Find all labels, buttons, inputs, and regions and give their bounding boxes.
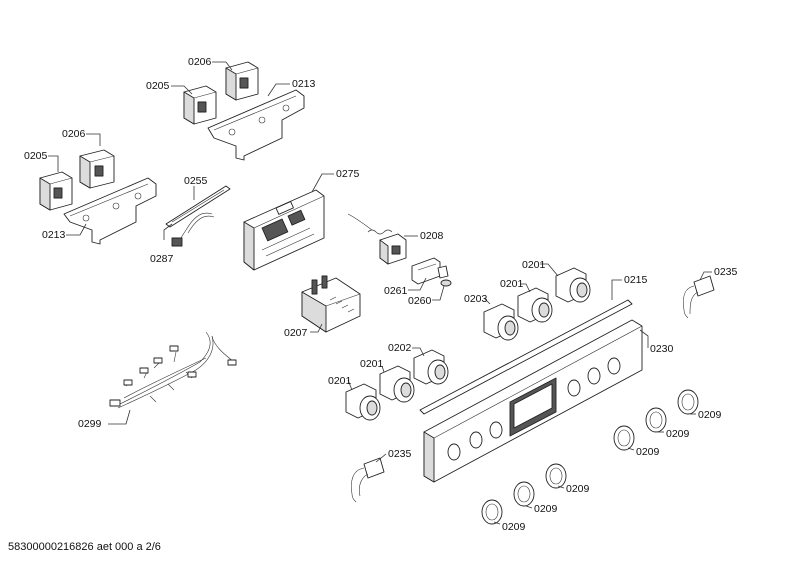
trim-strip [419,299,633,415]
label-0209-6: 0209 [502,521,526,533]
label-0235-right: 0235 [714,266,738,278]
label-0206-lower: 0206 [62,128,86,140]
thermostat-knob-adapter [437,265,452,287]
label-0213-upper: 0213 [292,78,316,90]
relay-terminal-block [301,275,361,333]
label-0299: 0299 [78,418,102,430]
knob-ring-3 [613,425,635,451]
cable-with-connector [171,212,215,247]
label-0230: 0230 [650,343,674,355]
label-0209-2: 0209 [666,428,690,440]
rotary-switch-0203 [483,303,519,341]
label-0287: 0287 [150,253,174,265]
label-0255: 0255 [184,175,208,187]
label-0205-upper: 0205 [146,80,170,92]
label-0201-left-a: 0201 [360,358,384,370]
knob-ring-6 [481,499,503,525]
knob-ring-5 [513,481,535,507]
label-0213-lower: 0213 [42,229,66,241]
label-0209-4: 0209 [566,483,590,495]
selector-switch-lower-right [79,149,115,189]
label-0209-1: 0209 [698,409,722,421]
indicator-lamp-right [683,275,715,319]
label-0209-5: 0209 [534,503,558,515]
label-0261: 0261 [384,285,408,297]
mounting-bracket-upper [207,89,305,161]
label-0201-left-b: 0201 [328,375,352,387]
label-0202: 0202 [388,342,412,354]
label-0205-lower: 0205 [24,150,48,162]
rotary-encoder-0201-left-a [379,365,415,403]
label-0235-left: 0235 [388,448,412,460]
leader-lines [48,61,712,525]
indicator-lamp-left [351,457,385,503]
rotary-encoder-0201-mid [517,287,553,323]
label-0275: 0275 [336,168,360,180]
wiring-harness [109,331,237,409]
mounting-bracket-lower [63,177,157,245]
label-0209-3: 0209 [636,446,660,458]
selector-switch-upper-left [183,85,217,125]
label-0203: 0203 [464,293,488,305]
rotary-switch-0202 [413,349,449,385]
knob-ring-4 [545,463,567,489]
document-footer-id: 58300000216826 aet 000 a 2/6 [8,541,161,553]
label-0207: 0207 [284,327,308,339]
thermostat-bracket [411,257,441,285]
part-labels: 0206 0205 0213 0206 0205 0213 0255 0287 … [24,56,738,533]
label-0201-top: 0201 [522,259,546,271]
rotary-encoder-0201-top [555,267,591,303]
label-0215: 0215 [624,274,648,286]
label-0201-mid: 0201 [500,278,524,290]
control-fascia-panel [423,319,643,483]
thermostat [347,213,407,265]
selector-switch-upper-right [225,61,259,101]
knob-ring-1 [677,389,699,415]
knob-ring-2 [645,407,667,433]
support-rail [165,185,231,228]
selector-switch-lower-left [39,171,73,211]
label-0208: 0208 [420,230,444,242]
label-0206-upper: 0206 [188,56,212,68]
label-0260: 0260 [408,295,432,307]
electronic-control-module [243,189,325,271]
rotary-encoder-0201-left-b [345,383,381,421]
